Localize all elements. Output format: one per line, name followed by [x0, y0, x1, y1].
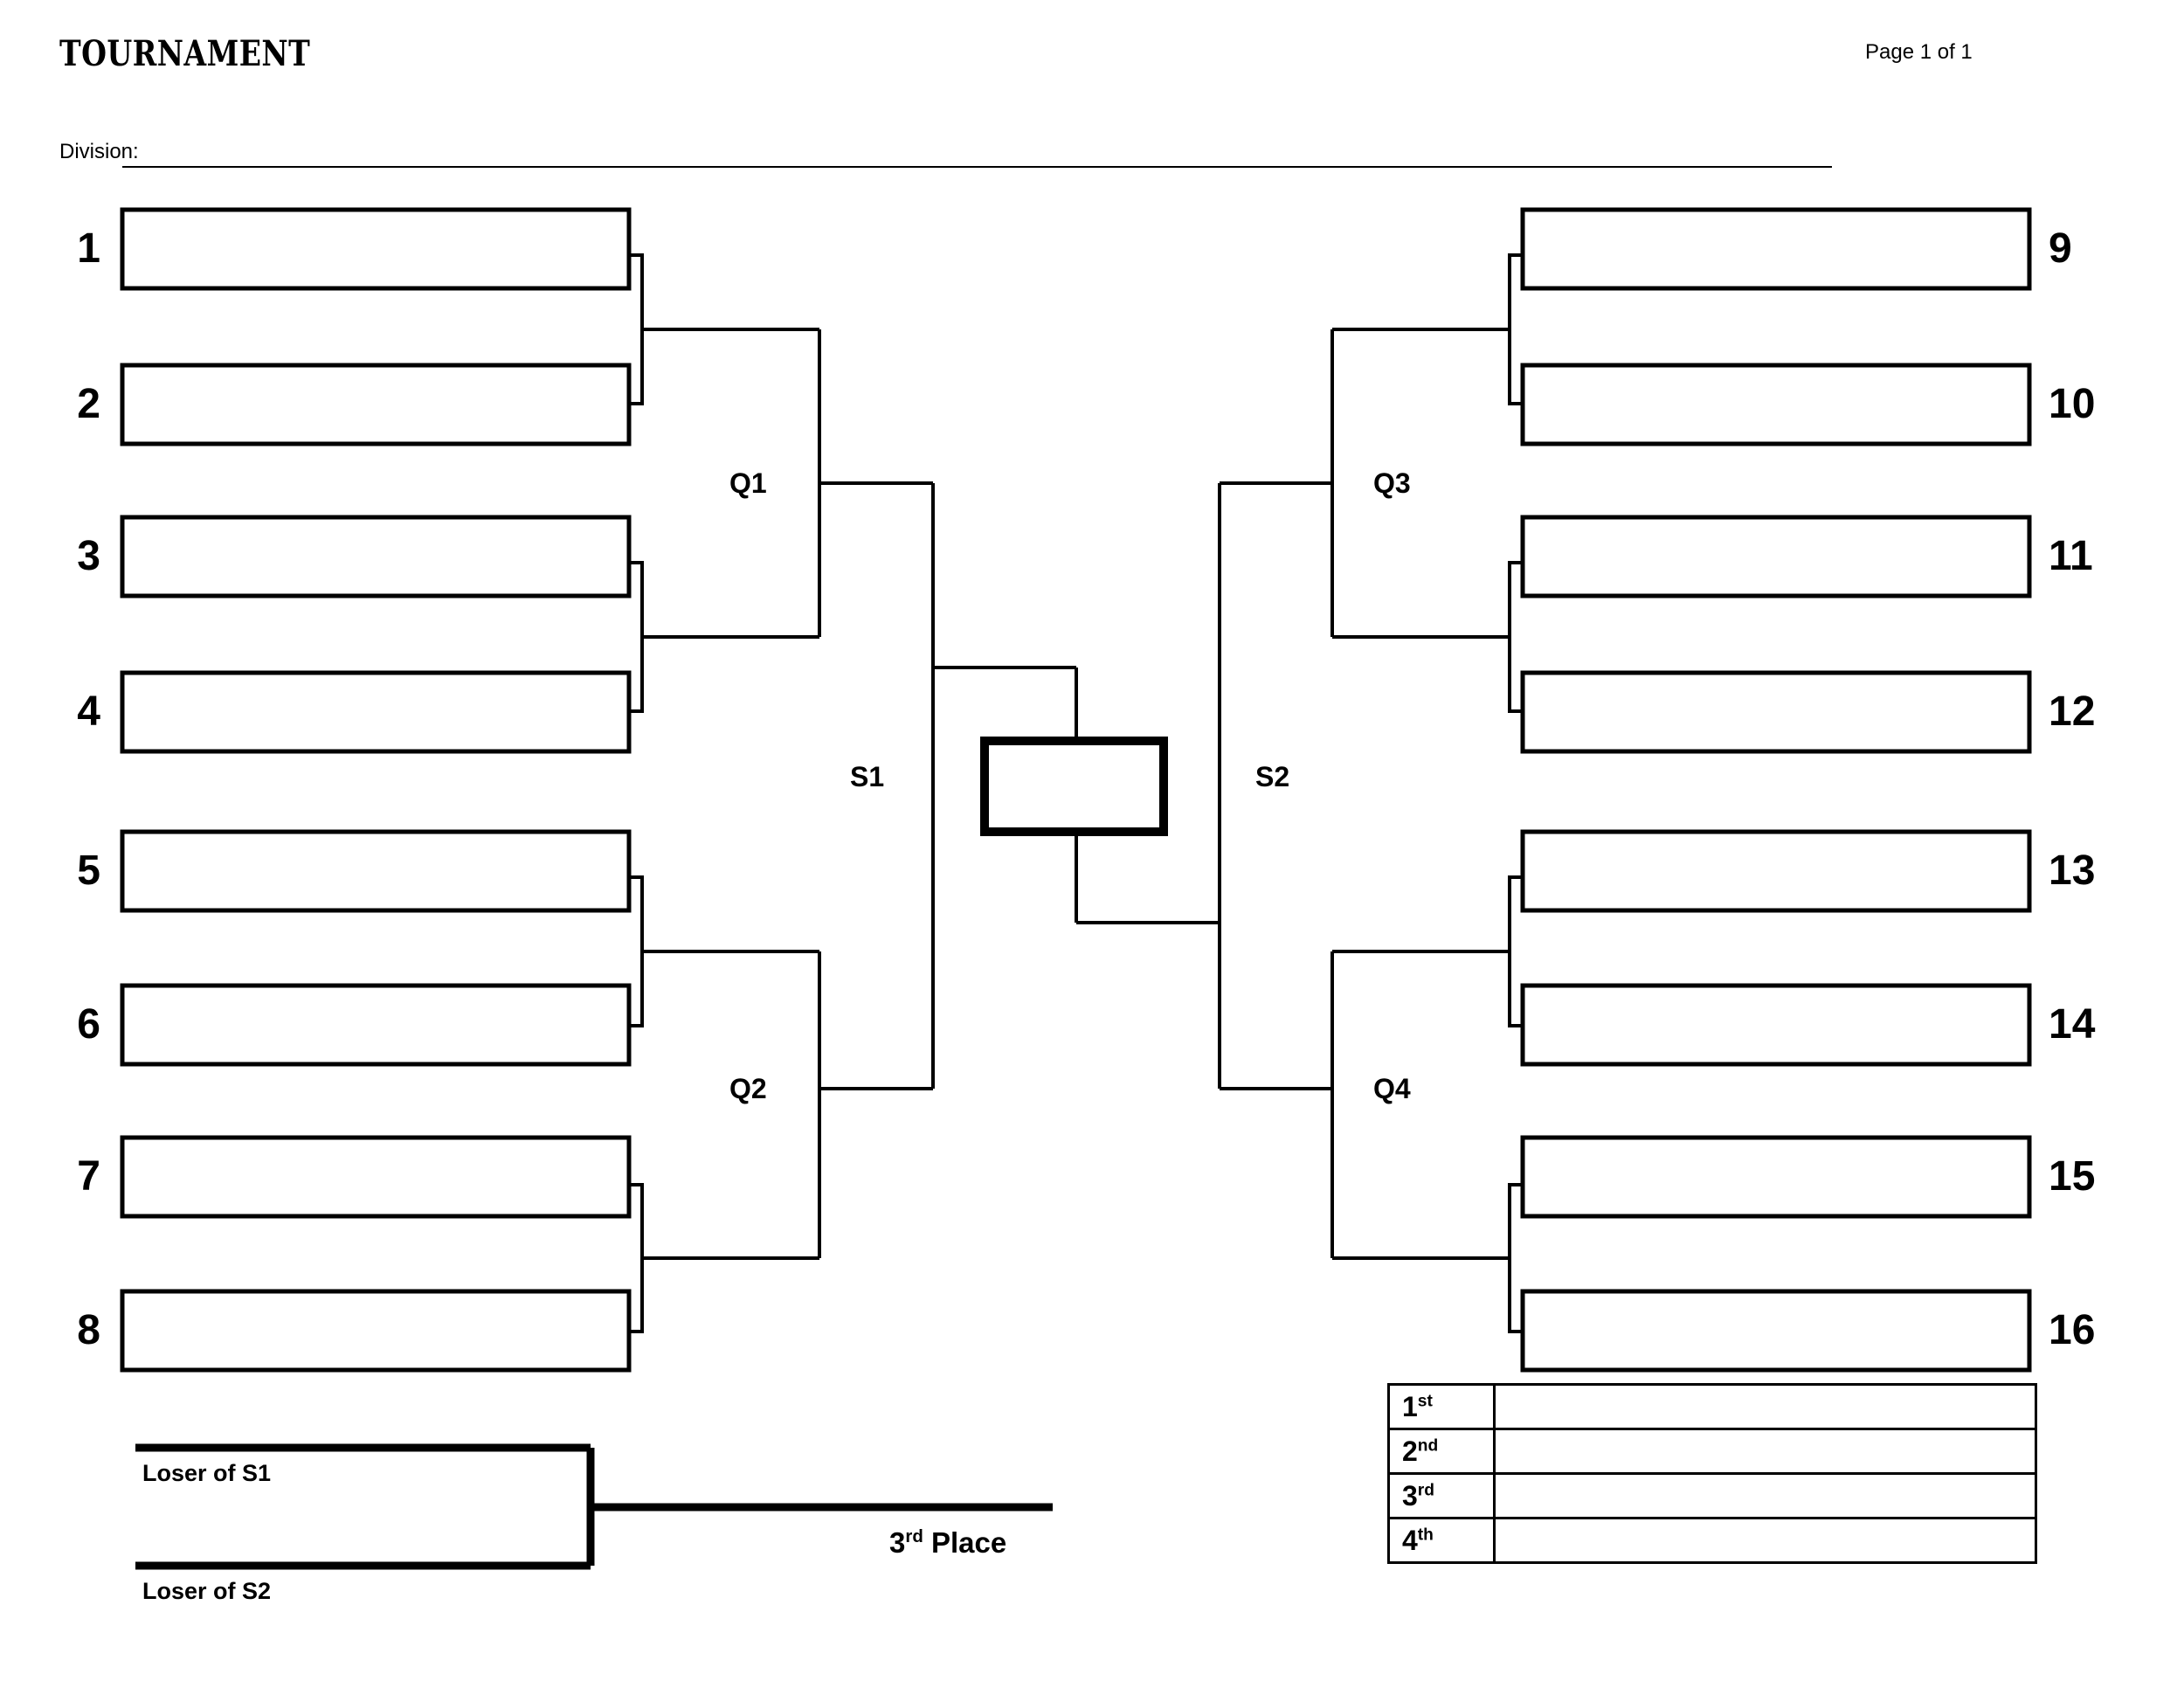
placement-table: 1st 2nd 3rd 4th [1387, 1383, 2037, 1564]
slot-box-12 [1520, 670, 2032, 754]
third-place-rank-suffix: rd [905, 1526, 923, 1546]
round-label-s2: S2 [1255, 761, 1290, 792]
third-place-label: 3rd Place [889, 1526, 1006, 1560]
round-label-s1: S1 [850, 761, 885, 792]
slot-box-1 [120, 207, 632, 291]
seed-number-15: 15 [2049, 1153, 2096, 1200]
round-label-q2: Q2 [729, 1073, 767, 1104]
placement-rank-4-suffix: th [1417, 1525, 1434, 1544]
champion-box [980, 737, 1168, 836]
slot-box-6 [120, 983, 632, 1067]
seed-number-8: 8 [77, 1307, 100, 1353]
round-label-q3: Q3 [1373, 467, 1411, 499]
round-label-q4: Q4 [1373, 1073, 1411, 1104]
division-label: Division: [59, 140, 139, 163]
page-title: TOURNAMENT [59, 33, 311, 74]
placement-rank-3: 3rd [1387, 1472, 1496, 1519]
placement-value-1[interactable] [1493, 1383, 2037, 1430]
slot-box-16 [1520, 1289, 2032, 1373]
placement-rank-1-suffix: st [1417, 1391, 1433, 1410]
slot-box-14 [1520, 983, 2032, 1067]
placement-rank-3-digit: 3 [1402, 1479, 1418, 1512]
seed-number-16: 16 [2049, 1307, 2096, 1353]
placement-rank-1-digit: 1 [1402, 1390, 1418, 1422]
seed-number-12: 12 [2049, 688, 2096, 735]
seed-number-9: 9 [2049, 225, 2072, 272]
table-row: 1st [1387, 1383, 2037, 1430]
division-input-line[interactable] [122, 166, 1832, 168]
placement-value-4[interactable] [1493, 1517, 2037, 1564]
third-place-rank-digit: 3 [889, 1526, 906, 1559]
placement-rank-1: 1st [1387, 1383, 1496, 1430]
seed-number-10: 10 [2049, 381, 2096, 427]
placement-rank-4: 4th [1387, 1517, 1496, 1564]
table-row: 2nd [1387, 1428, 2037, 1475]
table-row: 4th [1387, 1517, 2037, 1564]
slot-box-9 [1520, 207, 2032, 291]
round-label-q1: Q1 [729, 467, 767, 499]
slot-box-13 [1520, 829, 2032, 913]
seed-number-2: 2 [77, 381, 100, 427]
placement-value-2[interactable] [1493, 1428, 2037, 1475]
slot-box-7 [120, 1135, 632, 1219]
slot-box-2 [120, 363, 632, 446]
slot-box-5 [120, 829, 632, 913]
loser-of-s2-label: Loser of S2 [142, 1578, 272, 1604]
placement-rank-3-suffix: rd [1417, 1480, 1434, 1499]
seed-number-7: 7 [77, 1153, 100, 1200]
placement-value-3[interactable] [1493, 1472, 2037, 1519]
placement-rank-4-digit: 4 [1402, 1524, 1418, 1556]
seed-number-13: 13 [2049, 847, 2096, 894]
seed-number-1: 1 [77, 225, 100, 272]
slot-box-10 [1520, 363, 2032, 446]
slot-box-11 [1520, 515, 2032, 598]
seed-number-6: 6 [77, 1001, 100, 1048]
seed-number-11: 11 [2049, 533, 2093, 579]
table-row: 3rd [1387, 1472, 2037, 1519]
seed-number-4: 4 [77, 688, 100, 735]
placement-rank-2-digit: 2 [1402, 1435, 1418, 1467]
loser-of-s1-label: Loser of S1 [142, 1460, 272, 1486]
placement-rank-2: 2nd [1387, 1428, 1496, 1475]
slot-box-15 [1520, 1135, 2032, 1219]
third-place-word: Place [923, 1526, 1007, 1559]
seed-number-5: 5 [77, 847, 100, 894]
seed-number-14: 14 [2049, 1001, 2096, 1048]
slot-box-8 [120, 1289, 632, 1373]
placement-rank-2-suffix: nd [1417, 1435, 1439, 1455]
seed-number-3: 3 [77, 533, 100, 579]
page-indicator: Page 1 of 1 [1865, 40, 1973, 64]
slot-box-3 [120, 515, 632, 598]
slot-box-4 [120, 670, 632, 754]
